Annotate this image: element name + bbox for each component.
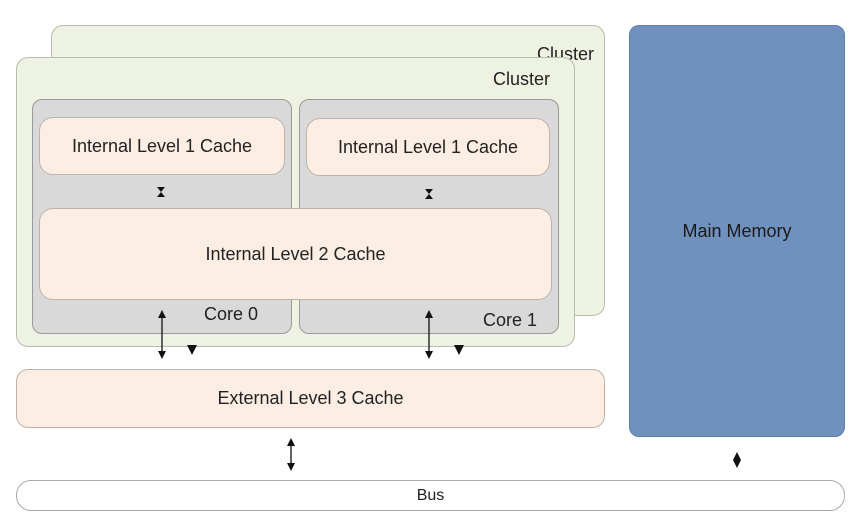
- core-1-label: Core 1: [483, 310, 538, 330]
- core-1-down-arrowhead: [454, 345, 464, 355]
- l1-l2-connector-core-0: [157, 187, 165, 197]
- core-1-l1-label: Internal Level 1 Cache: [337, 136, 519, 157]
- core-0-down-arrowhead: [187, 345, 197, 355]
- main-memory: Main Memory: [629, 25, 845, 437]
- core-0-l1-cache: Internal Level 1 Cache: [39, 117, 285, 175]
- l2-cache: Internal Level 2 Cache: [39, 208, 552, 300]
- core-0-label: Core 0: [204, 304, 259, 324]
- l1-l2-connector-core-1: [425, 189, 433, 199]
- main-memory-label: Main Memory: [682, 220, 792, 241]
- l2-cache-label: Internal Level 2 Cache: [205, 243, 386, 264]
- bus: Bus: [16, 480, 845, 511]
- core-1-l1-cache: Internal Level 1 Cache: [306, 118, 550, 176]
- front-cluster-label: Cluster: [492, 69, 550, 89]
- core-0-l1-label: Internal Level 1 Cache: [71, 135, 253, 156]
- l3-cache-label: External Level 3 Cache: [217, 388, 404, 408]
- bus-label: Bus: [416, 486, 445, 504]
- memory-bus-connector: [733, 452, 741, 468]
- l3-cache: External Level 3 Cache: [16, 369, 605, 428]
